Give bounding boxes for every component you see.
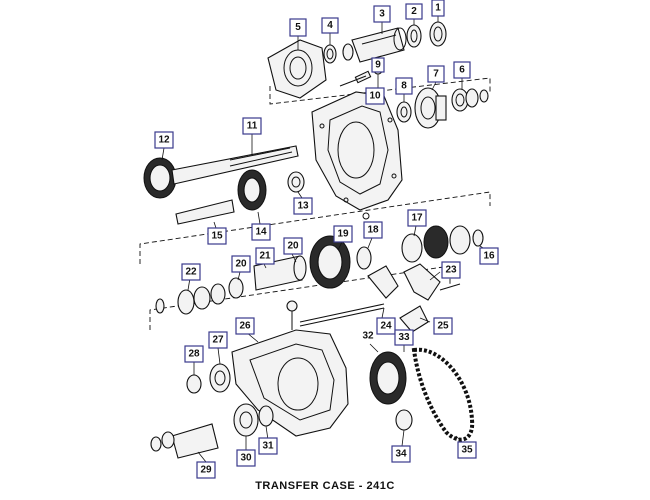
callout-label-27: 27: [212, 335, 224, 346]
callout-3: 3: [373, 5, 391, 23]
callout-33: 33: [394, 329, 414, 346]
callout-label-31: 31: [262, 441, 274, 452]
callout-label-28: 28: [188, 349, 200, 360]
callout-label-18: 18: [367, 225, 379, 236]
callout-label-34: 34: [395, 449, 407, 460]
diagram-caption: TRANSFER CASE - 241C: [255, 480, 395, 492]
callout-label-4: 4: [327, 20, 333, 31]
callout-label-8: 8: [401, 81, 407, 92]
callout-6: 6: [453, 61, 471, 79]
callout-31: 31: [258, 437, 278, 455]
callout-label-7: 7: [433, 69, 439, 80]
callout-22: 22: [181, 263, 201, 281]
callout-8: 8: [395, 77, 413, 95]
callout-17: 17: [407, 209, 427, 227]
callout-label-15: 15: [211, 231, 223, 242]
callout-1: 1: [431, 0, 445, 17]
range-gear-group: [155, 225, 484, 315]
plain-label-32: 32: [362, 331, 374, 342]
callout-7: 7: [427, 65, 445, 83]
callout-14: 14: [251, 223, 271, 241]
callout-label-16: 16: [483, 251, 495, 262]
callout-label-20a: 20: [287, 241, 299, 252]
callout-label-22: 22: [185, 267, 197, 278]
callout-30: 30: [236, 449, 256, 467]
callout-35: 35: [457, 441, 477, 459]
callout-5: 5: [289, 18, 307, 37]
callout-label-3: 3: [379, 9, 385, 20]
callout-21: 21: [255, 247, 275, 265]
callout-label-5: 5: [295, 22, 301, 33]
callout-11: 11: [242, 117, 262, 135]
callout-20a: 20: [283, 237, 303, 255]
callout-15: 15: [207, 227, 227, 245]
callout-label-14: 14: [255, 227, 267, 238]
callout-18: 18: [363, 221, 383, 239]
callout-label-30: 30: [240, 453, 252, 464]
callout-label-35: 35: [461, 445, 473, 456]
callout-label-17: 17: [411, 213, 423, 224]
callout-label-23: 23: [445, 265, 457, 276]
callout-29: 29: [196, 461, 216, 479]
callout-label-6: 6: [459, 65, 465, 76]
callout-16: 16: [479, 247, 499, 265]
callout-34: 34: [391, 445, 411, 463]
front-case-half: [311, 91, 403, 220]
callout-label-19: 19: [337, 229, 349, 240]
callout-9: 9: [371, 57, 385, 73]
callout-label-11: 11: [247, 121, 258, 132]
callout-label-24: 24: [380, 321, 392, 332]
upper-housing-group: [267, 21, 489, 129]
callout-label-33: 33: [398, 332, 410, 343]
callout-27: 27: [208, 331, 228, 349]
callout-label-25: 25: [437, 321, 449, 332]
part-label-32: 32: [362, 331, 374, 342]
callout-label-13: 13: [297, 201, 309, 212]
callout-label-26: 26: [239, 321, 251, 332]
callout-25: 25: [433, 317, 453, 335]
callout-label-10: 10: [369, 91, 381, 102]
callout-4: 4: [321, 17, 339, 34]
callout-20b: 20: [231, 255, 251, 273]
callout-23: 23: [441, 261, 461, 279]
callout-19: 19: [333, 225, 353, 243]
callout-26: 26: [235, 317, 255, 335]
callout-10: 10: [365, 87, 385, 105]
callout-label-1: 1: [435, 3, 441, 14]
callout-label-12: 12: [158, 135, 170, 146]
callout-13: 13: [293, 197, 313, 215]
callout-label-21: 21: [259, 251, 271, 262]
callout-12: 12: [154, 131, 174, 149]
callout-label-9: 9: [375, 60, 381, 71]
callout-label-2: 2: [411, 6, 417, 17]
shift-linkage-group: [286, 263, 461, 333]
callout-2: 2: [405, 3, 423, 20]
callout-label-20b: 20: [235, 259, 247, 270]
callout-28: 28: [184, 345, 204, 363]
callout-24: 24: [376, 317, 396, 335]
input-shaft-group: [143, 145, 305, 225]
callout-label-29: 29: [200, 465, 212, 476]
